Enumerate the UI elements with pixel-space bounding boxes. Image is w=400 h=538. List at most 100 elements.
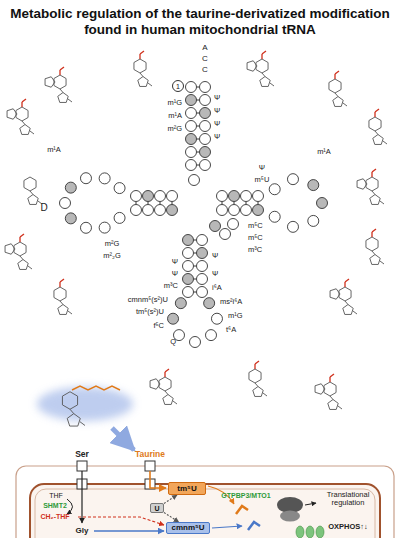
pathway-label: Ser	[75, 450, 89, 459]
nucleotide-circle	[228, 219, 239, 230]
nucleotide-circle	[197, 235, 208, 246]
nucleoside-structure	[315, 374, 342, 409]
node-text: tm⁵U	[177, 485, 196, 493]
nucleotide-circle	[197, 248, 208, 259]
nucleotide-circle	[65, 213, 76, 224]
nucleotide-circle	[253, 205, 264, 216]
pathway-label: Taurine	[135, 450, 165, 459]
modification-label: Ψ	[259, 164, 265, 172]
modification-label: A	[202, 44, 207, 53]
nucleoside-structure	[7, 99, 34, 134]
modification-label: m²₂G	[103, 252, 121, 260]
pathway-label: Translational regulation	[318, 491, 378, 508]
modification-label: m²G	[167, 125, 182, 133]
nucleotide-circle	[60, 198, 71, 209]
nucleotide-circle	[186, 95, 197, 106]
nucleotide-circle	[143, 205, 154, 216]
nucleoside-structure	[247, 51, 274, 86]
nucleotide-circle	[99, 173, 110, 184]
pathway-label: OXPHOS↑↓	[328, 523, 368, 531]
nucleotide-circle	[175, 298, 186, 309]
nucleoside-structure	[54, 279, 72, 314]
modification-label: m³C	[164, 282, 178, 290]
nucleotide-circle	[183, 261, 194, 272]
nucleotide-circle	[186, 147, 197, 158]
modification-label: f⁵C	[153, 322, 164, 330]
modification-label: Ψ	[172, 258, 178, 266]
modification-label: C	[202, 66, 208, 75]
nucleoside-structure	[62, 392, 85, 426]
highlight-glow	[37, 387, 133, 421]
ribosome-symbol	[280, 511, 300, 522]
nucleotide-circle	[206, 330, 217, 341]
modification-label: cmnm⁵(s²)U	[128, 296, 168, 304]
nucleotide-circle	[80, 222, 91, 233]
nucleotide-circle	[308, 180, 319, 191]
nucleotide-circle	[287, 221, 298, 232]
nucleotide-circle	[114, 212, 125, 223]
nucleotide-circle	[229, 191, 240, 202]
nucleotide-circle	[183, 235, 194, 246]
nucleotide-circle	[155, 205, 166, 216]
modification-label: m¹A	[47, 146, 61, 154]
nucleotide-circle	[287, 174, 298, 185]
nucleotide-circle	[253, 191, 264, 202]
node-text: U	[154, 505, 159, 512]
pathway-arrow	[67, 499, 73, 514]
node-text: cmnm⁵U	[171, 524, 204, 532]
nucleotide-circle	[186, 160, 197, 171]
nucleotide-circle	[183, 287, 194, 298]
nucleotide-circle	[131, 191, 142, 202]
nucleoside-structure	[5, 234, 32, 269]
nucleotide-circle	[197, 274, 208, 285]
oxphos-complex	[306, 526, 314, 538]
pathway-label: CH₂-THF	[40, 513, 69, 521]
pathway-label: GTPBP3/MTO1	[221, 492, 270, 500]
modification-label: D	[40, 202, 47, 213]
nucleoside-structure	[24, 177, 42, 204]
nucleotide-circle	[197, 261, 208, 272]
taurine-side-chain	[72, 386, 120, 390]
pathway-arrow	[78, 517, 164, 525]
pathway-label: Gly	[76, 527, 89, 536]
nucleoside-structure	[369, 109, 387, 144]
nucleotide-circle	[186, 82, 197, 93]
modification-box: tm⁵U	[168, 482, 206, 495]
nucleotide-circle	[200, 160, 211, 171]
nucleotide-circle	[131, 205, 142, 216]
node-text: 1	[176, 83, 180, 90]
modification-label: m¹G	[228, 312, 243, 320]
oxphos-complex	[316, 526, 324, 538]
nucleotide-circle	[210, 221, 221, 232]
pathway-arrow	[305, 503, 316, 505]
trna-symbol	[236, 506, 248, 514]
uridine-box: U	[150, 503, 164, 513]
nucleotide-circle	[211, 313, 222, 324]
modification-label: ms²i⁶A	[220, 298, 242, 306]
modification-label: tm⁵(s²)U	[136, 308, 164, 316]
modification-label: Ψ	[172, 270, 178, 278]
nucleotide-circle	[317, 198, 328, 209]
nucleotide-circle	[200, 147, 211, 158]
nucleotide-circle	[269, 184, 280, 195]
nucleotide-circle	[168, 313, 179, 324]
nucleoside-structure	[134, 51, 152, 86]
nucleotide-circle	[183, 274, 194, 285]
nucleotide-circle	[190, 337, 201, 348]
transporter-symbol	[77, 461, 87, 471]
modification-label: m¹A	[317, 148, 331, 156]
nucleotide-circle	[186, 121, 197, 132]
transporter-symbol	[145, 461, 155, 471]
pathway-arrow	[150, 471, 166, 488]
cell-outline	[16, 466, 394, 538]
nucleotide-circle	[65, 182, 76, 193]
modification-label: t⁶A	[226, 326, 236, 334]
nucleotide-circle	[99, 222, 110, 233]
nucleotide-circle	[155, 191, 166, 202]
figure-title: Metabolic regulation of the taurine-deri…	[10, 6, 390, 38]
pathway-arrow	[94, 530, 164, 531]
modification-label: Ψ	[214, 94, 220, 102]
nucleotide-circle	[217, 205, 228, 216]
